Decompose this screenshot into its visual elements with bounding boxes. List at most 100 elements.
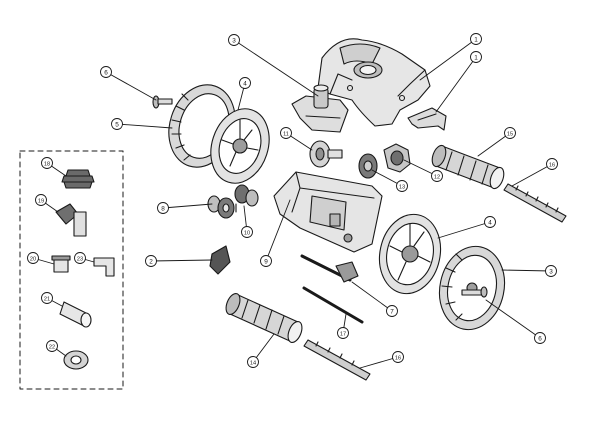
callout-number: 7 [390, 308, 394, 315]
callout-15: 15 [504, 127, 516, 139]
callout-21: 21 [41, 292, 53, 304]
callout-number: 11 [283, 131, 289, 137]
callout-number: 1 [474, 54, 478, 61]
part-rod [302, 286, 364, 324]
callout-number: 1 [474, 36, 478, 43]
callout-circle [27, 252, 39, 264]
part-bellows-18 [61, 169, 95, 189]
callout-12: 12 [431, 170, 443, 182]
accessory-kit-box [19, 150, 124, 390]
part-shaft [300, 254, 359, 283]
callout-circle [470, 51, 482, 63]
callout-number: 23 [77, 256, 83, 262]
callout-circle [260, 255, 272, 267]
callout-circle [396, 180, 408, 192]
callout-circle [470, 33, 482, 45]
callout-19: 19 [35, 194, 47, 206]
callout-circle [392, 351, 404, 363]
callout-circle [41, 292, 53, 304]
callout-number: 3 [232, 37, 236, 44]
callout-circle [247, 356, 259, 368]
callout-circle [100, 66, 112, 78]
callout-number: 15 [507, 131, 513, 137]
part-strip-bottom [303, 339, 371, 381]
callout-5: 5 [111, 118, 123, 130]
callout-17: 17 [337, 327, 349, 339]
callout-8: 8 [157, 202, 169, 214]
callout-7: 7 [386, 305, 398, 317]
callout-number: 19 [38, 198, 44, 204]
callout-22: 22 [46, 340, 58, 352]
part-gear-11 [309, 140, 343, 168]
part-gear-13 [358, 153, 378, 179]
callout-circle [111, 118, 123, 130]
callout-number: 18 [44, 161, 50, 167]
callout-number: 14 [250, 360, 256, 366]
callout-number: 13 [399, 184, 405, 190]
callout-4mid: 4 [484, 216, 496, 228]
callout-number: 20 [30, 256, 36, 262]
part-tire-right [438, 245, 506, 331]
callout-circle [241, 226, 253, 238]
part-top-shell [317, 38, 431, 127]
callout-circle [504, 127, 516, 139]
callout-23: 23 [74, 252, 86, 264]
callout-number: 16 [549, 162, 555, 168]
callout-16top: 16 [546, 158, 558, 170]
callout-16bot: 16 [392, 351, 404, 363]
part-wheel-left [210, 108, 270, 184]
callout-10: 10 [241, 226, 253, 238]
part-chassis [273, 171, 383, 253]
callout-number: 21 [44, 296, 50, 302]
callout-6top: 6 [100, 66, 112, 78]
callout-number: 4 [488, 219, 492, 226]
part-connector-19 [55, 203, 87, 237]
part-inlet-valve [291, 84, 349, 133]
callout-circle [74, 252, 86, 264]
callout-number: 5 [115, 121, 119, 128]
callout-1a: 1 [470, 33, 482, 45]
callout-number: 3 [549, 268, 553, 275]
callout-number: 9 [264, 258, 268, 265]
part-axle-pin-mid [461, 286, 488, 298]
part-wheel-right [378, 213, 442, 295]
callout-number: 6 [538, 335, 542, 342]
part-small-gear-10 [234, 184, 259, 213]
callout-number: 17 [340, 331, 346, 337]
callout-circle [545, 265, 557, 277]
callout-circle [337, 327, 349, 339]
part-clip [407, 107, 447, 131]
callout-11: 11 [280, 127, 292, 139]
callout-6mid: 6 [534, 332, 546, 344]
callout-circle [35, 194, 47, 206]
callout-number: 12 [434, 174, 440, 180]
callout-14: 14 [247, 356, 259, 368]
callout-circle [145, 255, 157, 267]
part-roller-bottom [225, 293, 303, 343]
callout-number: 2 [149, 258, 153, 265]
callout-4top: 4 [239, 77, 251, 89]
callout-number: 22 [49, 344, 55, 350]
callout-number: 6 [104, 69, 108, 76]
callout-9: 9 [260, 255, 272, 267]
part-elbow-23 [93, 257, 115, 277]
part-small-gear-8 [207, 195, 235, 219]
part-nut-22 [63, 350, 89, 370]
callout-18: 18 [41, 157, 53, 169]
part-fitting-20 [51, 255, 71, 273]
part-roller-top [431, 144, 505, 190]
callout-2: 2 [145, 255, 157, 267]
callout-circle [534, 332, 546, 344]
callout-13: 13 [396, 180, 408, 192]
callout-number: 4 [243, 80, 247, 87]
callout-20: 20 [27, 252, 39, 264]
callout-circle [46, 340, 58, 352]
callout-number: 10 [244, 230, 250, 236]
part-axle-pin-top [152, 95, 173, 109]
callout-circle [280, 127, 292, 139]
part-strip-top [503, 183, 567, 223]
callout-number: 16 [395, 355, 401, 361]
callout-circle [239, 77, 251, 89]
